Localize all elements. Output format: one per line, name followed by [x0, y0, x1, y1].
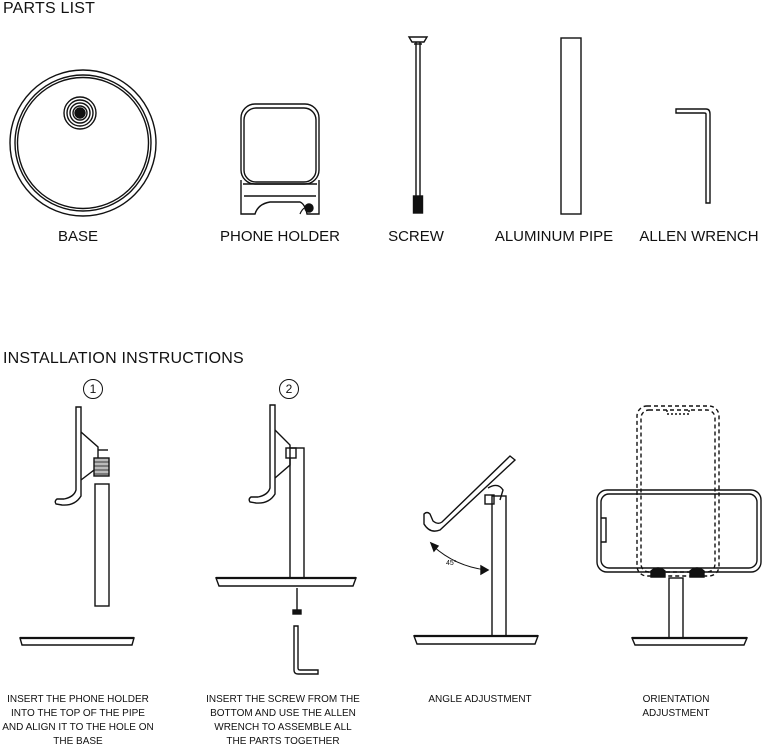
step-2-caption: INSERT THE SCREW FROM THE BOTTOM AND USE…: [206, 694, 360, 747]
part-label-allen-wrench: ALLEN WRENCH: [639, 228, 759, 245]
part-label-base: BASE: [57, 228, 99, 245]
part-label-aluminum-pipe: ALUMINUM PIPE: [494, 228, 614, 245]
installation-title: INSTALLATION INSTRUCTIONS: [3, 350, 244, 367]
step-2-drawing: [214, 404, 358, 675]
part-label-phone-holder: PHONE HOLDER: [219, 228, 341, 245]
parts-list-title: PARTS LIST: [3, 0, 96, 17]
screw-drawing: [407, 36, 429, 214]
phone-holder-drawing: [240, 103, 320, 215]
step-1-number: 1: [83, 379, 103, 399]
base-drawing: [9, 69, 157, 217]
angle-adjustment-drawing: [412, 455, 540, 645]
orientation-adjustment-drawing: [596, 405, 762, 646]
orientation-adjustment-caption: ORIENTATION ADJUSTMENT: [642, 694, 710, 719]
step-1-caption: INSERT THE PHONE HOLDER INTO THE TOP OF …: [2, 694, 154, 747]
allen-wrench-drawing: [675, 108, 711, 204]
part-label-screw: SCREW: [388, 228, 444, 245]
step-2-number: 2: [279, 379, 299, 399]
angle-adjustment-caption: ANGLE ADJUSTMENT: [428, 694, 532, 705]
angle-label: 45°: [446, 560, 457, 567]
aluminum-pipe-drawing: [560, 37, 582, 215]
step-1-drawing: [19, 406, 135, 646]
